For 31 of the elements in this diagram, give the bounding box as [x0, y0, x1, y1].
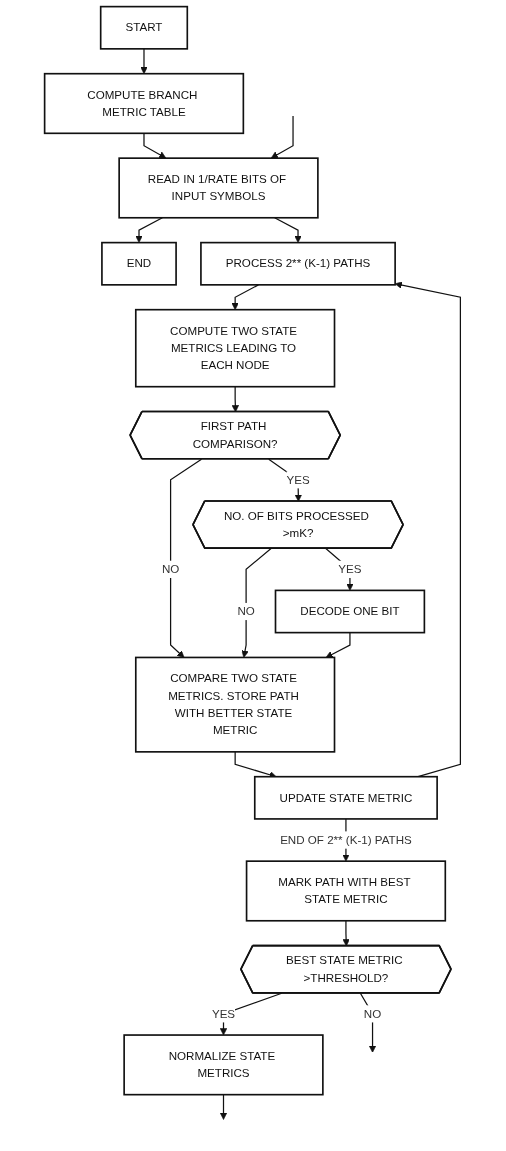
edge-label: YES — [338, 562, 363, 576]
arrow — [232, 386, 240, 413]
arrow — [268, 458, 303, 502]
node-box: DECODE ONE BIT — [275, 589, 426, 634]
arrow — [326, 632, 352, 658]
arrow — [241, 547, 273, 658]
edge-label: NO — [162, 562, 180, 576]
node-box: END — [101, 241, 178, 286]
arrow — [395, 281, 462, 778]
node-box: START — [100, 5, 189, 50]
arrow — [232, 284, 260, 310]
node-box: COMPARE TWO STATE METRICS. STORE PATH WITH BETTER STATE METRIC — [135, 656, 336, 753]
arrow — [274, 217, 303, 243]
node-box: READ IN 1/RATE BITS OF INPUT SYMBOLS — [118, 157, 320, 219]
node-box: COMPUTE TWO STATE METRICS LEADING TO EACH NODE — [135, 308, 336, 388]
arrow — [143, 132, 167, 159]
edge-label: NO — [237, 604, 256, 618]
edge-label: YES — [212, 1006, 236, 1021]
node-box: MARK PATH WITH BEST STATE METRIC — [246, 860, 447, 922]
edge-label: NO — [364, 1006, 382, 1021]
node-box: UPDATE STATE METRIC — [254, 775, 439, 820]
edge-label: END OF 2** (K-1) PATHS — [280, 833, 413, 847]
arrow — [140, 48, 149, 75]
arrow — [170, 458, 203, 658]
edge-label: YES — [286, 472, 311, 487]
node-box: COMPUTE BRANCH METRIC TABLE — [44, 72, 245, 135]
node-box: NORMALIZE STATE METRICS — [123, 1034, 325, 1096]
node-box: PROCESS 2** (K-1) PATHS — [200, 241, 397, 286]
arrow — [220, 1094, 228, 1120]
arrow — [271, 115, 295, 159]
arrow — [343, 920, 351, 947]
